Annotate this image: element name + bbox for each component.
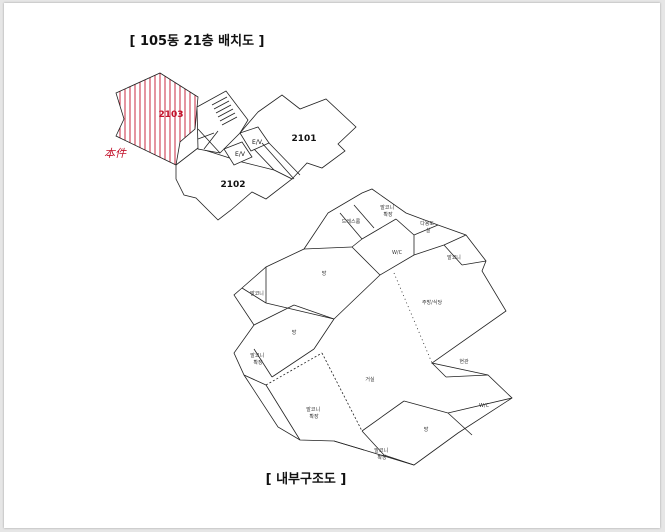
unit-2103-label: 2103 xyxy=(158,110,183,120)
room-wc-lower: W/C xyxy=(479,403,490,409)
room-balcony-ext-top-line2: 확장 xyxy=(383,211,393,218)
room-balcony-ext-bottom-line2: 확장 xyxy=(309,413,319,420)
floor-plan-drawing: [ 105동 21층 배치도 ] 2103 2101 xyxy=(104,33,513,487)
subject-unit-mark: 本件 xyxy=(104,147,127,160)
interior-title: [ 내부구조도 ] xyxy=(266,471,347,487)
room-bottom: 방 xyxy=(424,426,429,433)
room-balcony-ext-top-line1: 발코니 xyxy=(380,204,394,211)
room-balcony-ext-left-line2: 확장 xyxy=(253,359,263,366)
room-balcony-ext-last: 발코니 확장 xyxy=(374,447,389,461)
unit-2101-outline xyxy=(239,94,357,180)
room-balcony-left: 발코니 xyxy=(250,290,264,297)
room-balcony-ext-top: 발코니 확장 xyxy=(380,204,395,218)
room-balcony-ext-bottom: 발코니 확장 xyxy=(306,406,321,420)
room-mid: 방 xyxy=(292,329,297,336)
room-balcony-right: 발코니 xyxy=(447,254,461,261)
room-balcony-ext-last-line2: 확장 xyxy=(377,454,387,461)
elevator-2-box xyxy=(223,141,253,166)
layout-title: [ 105동 21층 배치도 ] xyxy=(129,33,264,49)
elevator-2-label: E/V xyxy=(235,151,246,158)
room-utility-line1: 다용도 xyxy=(420,220,434,227)
room-kitchen-dining: 주방/식당 xyxy=(422,299,442,306)
room-dress-room: 드레스룸 xyxy=(342,218,361,225)
room-wc-upper: W/C xyxy=(392,250,403,256)
floor-layout: 2103 2101 2102 E/V E/V 本件 xyxy=(104,72,357,221)
unit-2103-outline xyxy=(115,72,199,166)
room-balcony-ext-last-line1: 발코니 xyxy=(374,447,388,454)
room-utility-line2: 실 xyxy=(426,227,431,234)
unit-2102-outline xyxy=(175,147,293,221)
interior-walls xyxy=(241,204,513,466)
room-balcony-ext-left-line1: 발코니 xyxy=(250,352,264,359)
room-balcony-ext-bottom-line1: 발코니 xyxy=(306,406,320,413)
room-entrance: 현관 xyxy=(459,358,469,365)
room-utility: 다용도 실 xyxy=(420,220,435,234)
room-balcony-ext-left: 발코니 확장 xyxy=(250,352,265,366)
core-lines xyxy=(197,128,301,180)
interior-outline xyxy=(233,188,513,466)
interior-plan: 드레스룸 발코니 확장 다용도 실 W/C 발코니 방 발코니 주방/식당 방 … xyxy=(233,188,513,466)
unit-2101-label: 2101 xyxy=(291,134,316,144)
room-big: 방 xyxy=(322,270,327,277)
document-page: [ 105동 21층 배치도 ] 2103 2101 xyxy=(4,3,660,528)
unit-2102-label: 2102 xyxy=(220,180,245,190)
stair-steps xyxy=(211,96,238,126)
room-living: 거실 xyxy=(365,376,375,383)
elevator-1-label: E/V xyxy=(252,139,263,146)
